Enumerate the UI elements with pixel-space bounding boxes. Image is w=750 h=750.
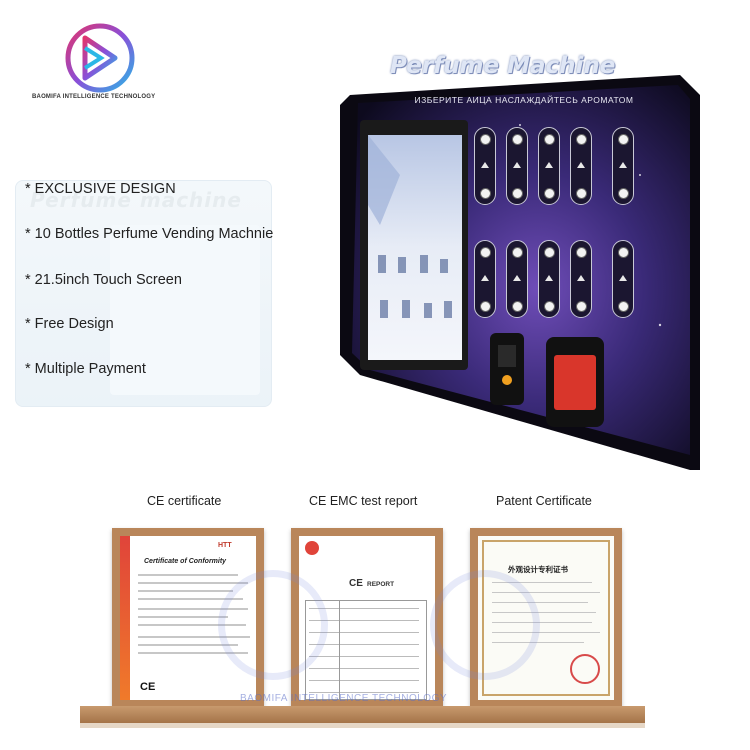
perfume-slot: [570, 240, 592, 318]
patent-doc-title: 外观设计专利证书: [508, 565, 568, 574]
background-machine-title: Perfume machine: [30, 188, 242, 212]
cert-caption-patent: Patent Certificate: [496, 494, 592, 508]
feature-item: * 10 Bottles Perfume Vending Machnie: [25, 226, 274, 242]
emc-ce-mark: CE: [349, 578, 363, 589]
htt-logo: HTT: [218, 542, 232, 549]
perfume-slot: [538, 240, 560, 318]
perfume-slot: [474, 127, 496, 205]
background-machine-panel: [110, 225, 260, 395]
watermark-logo: [218, 570, 328, 680]
ce-mark: CE: [140, 681, 156, 693]
feature-item: * 21.5inch Touch Screen: [25, 272, 182, 288]
feature-item: * Multiple Payment: [25, 361, 146, 377]
brand-caption: BAOMIFA INTELLIGENCE TECHNOLOGY: [32, 94, 156, 100]
patent-seal: [570, 654, 600, 684]
perfume-slot: [474, 240, 496, 318]
perfume-slot: [612, 240, 634, 318]
perfume-slot: [506, 127, 528, 205]
perfume-slot: [506, 240, 528, 318]
machine-sign: Perfume Machine: [390, 53, 616, 79]
feature-item: * Free Design: [25, 316, 114, 332]
perfume-slot: [538, 127, 560, 205]
baomifa-b-logo-icon: [65, 23, 135, 93]
machine-banner: ИЗБЕРИТЕ АИЦА НАСЛАЖДАЙТЕСЬ АРОМАТОМ: [414, 95, 634, 105]
shelf-shadow: [80, 723, 645, 728]
watermark-logo: [430, 570, 540, 680]
feature-item: * EXCLUSIVE DESIGN: [25, 181, 176, 197]
perfume-vending-machine: Perfume Machine ИЗБЕРИТЕ АИЦА НАСЛАЖДАЙТ…: [340, 53, 700, 470]
perfume-slot: [570, 127, 592, 205]
cert-caption-ce: CE certificate: [147, 494, 222, 508]
emc-test-report: CE REPORT: [299, 536, 435, 700]
display-shelf: [80, 706, 645, 723]
emc-doc-title: REPORT: [367, 581, 395, 588]
ce-doc-title: Certificate of Conformity: [144, 558, 227, 565]
watermark-text: BAOMIFA INTELLIGENCE TECHNOLOGY: [240, 693, 448, 704]
perfume-slot: [612, 127, 634, 205]
cert-caption-emc: CE EMC test report: [309, 494, 418, 508]
